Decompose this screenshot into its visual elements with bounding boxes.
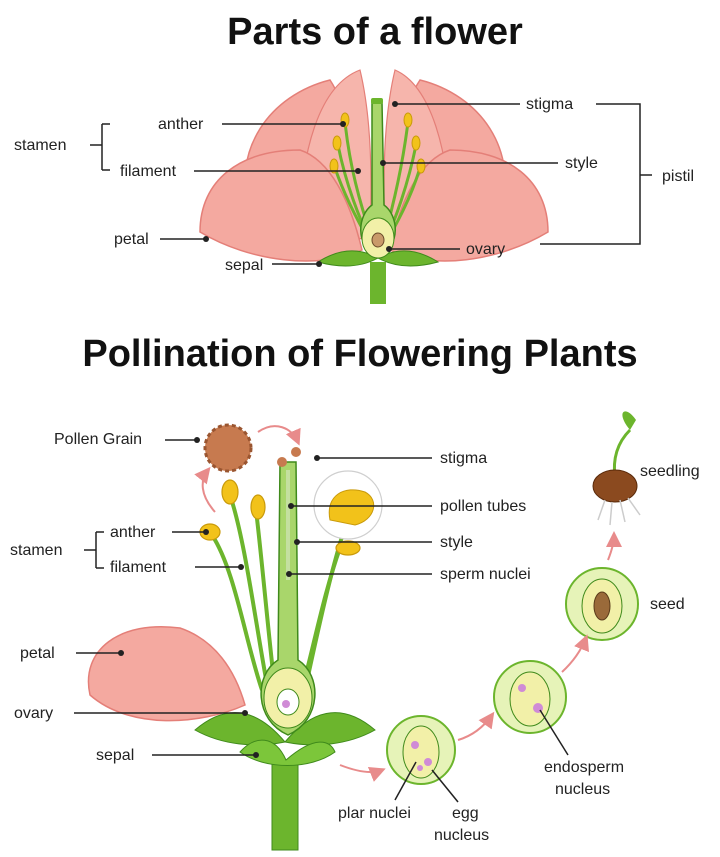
top-label-stigma: stigma [526, 96, 573, 113]
label-sperm-nuclei: sperm nuclei [440, 566, 531, 583]
label-egg-line2: nucleus [434, 827, 489, 844]
pollination-pollen-tube [286, 470, 290, 580]
pollination-anthers [199, 479, 361, 556]
top-label-stamen: stamen [14, 137, 66, 154]
top-label-anther: anther [158, 116, 204, 133]
label-plar-nuclei: plar nuclei [338, 805, 411, 822]
label-petal-bottom: petal [20, 645, 55, 662]
pollination-flower-illustration [87, 423, 383, 851]
label-anther-bottom: anther [110, 524, 156, 541]
pollination-labels: Pollen Grain stamen anther filament peta… [10, 431, 700, 844]
top-stem [370, 262, 386, 304]
title-pollination: Pollination of Flowering Plants [82, 333, 637, 375]
label-endosperm-line1: endosperm [544, 759, 624, 776]
label-stamen-bottom: stamen [10, 542, 62, 559]
pollen-grain-shape [203, 423, 253, 473]
top-petal-front-right [389, 149, 549, 262]
label-egg-line1: egg [452, 805, 479, 822]
top-label-ovary: ovary [466, 241, 505, 258]
label-stigma-bottom: stigma [440, 450, 487, 467]
label-endosperm-line2: nucleus [555, 781, 610, 798]
seed-shape [593, 591, 611, 621]
label-ovary-bottom: ovary [14, 705, 53, 722]
top-label-style: style [565, 155, 598, 172]
label-style-bottom: style [440, 534, 473, 551]
pollination-pistil [260, 461, 316, 736]
seed-development-sequence [339, 411, 641, 785]
top-label-sepal: sepal [225, 257, 263, 274]
pollination-anther-zoom-shape [328, 489, 375, 526]
top-stigma-tip [371, 98, 383, 104]
top-flower-illustration [199, 69, 549, 304]
seedling-illustration [592, 411, 641, 526]
top-label-filament: filament [120, 163, 177, 180]
pollination-stem [271, 759, 299, 851]
pollination-petal [87, 626, 246, 722]
label-filament-bottom: filament [110, 559, 167, 576]
pollination-sepal-right [284, 712, 376, 746]
label-seed: seed [650, 596, 685, 613]
title-parts-of-flower: Parts of a flower [227, 11, 523, 53]
label-sepal-bottom: sepal [96, 747, 134, 764]
label-pollen-tubes: pollen tubes [440, 498, 526, 515]
top-label-petal: petal [114, 231, 149, 248]
top-ovule [371, 232, 385, 248]
label-seedling: seedling [640, 463, 700, 480]
label-pollen-grain: Pollen Grain [54, 431, 142, 448]
top-labels: stamen anther filament petal sepal stigm… [14, 96, 694, 274]
top-label-pistil: pistil [662, 168, 694, 185]
